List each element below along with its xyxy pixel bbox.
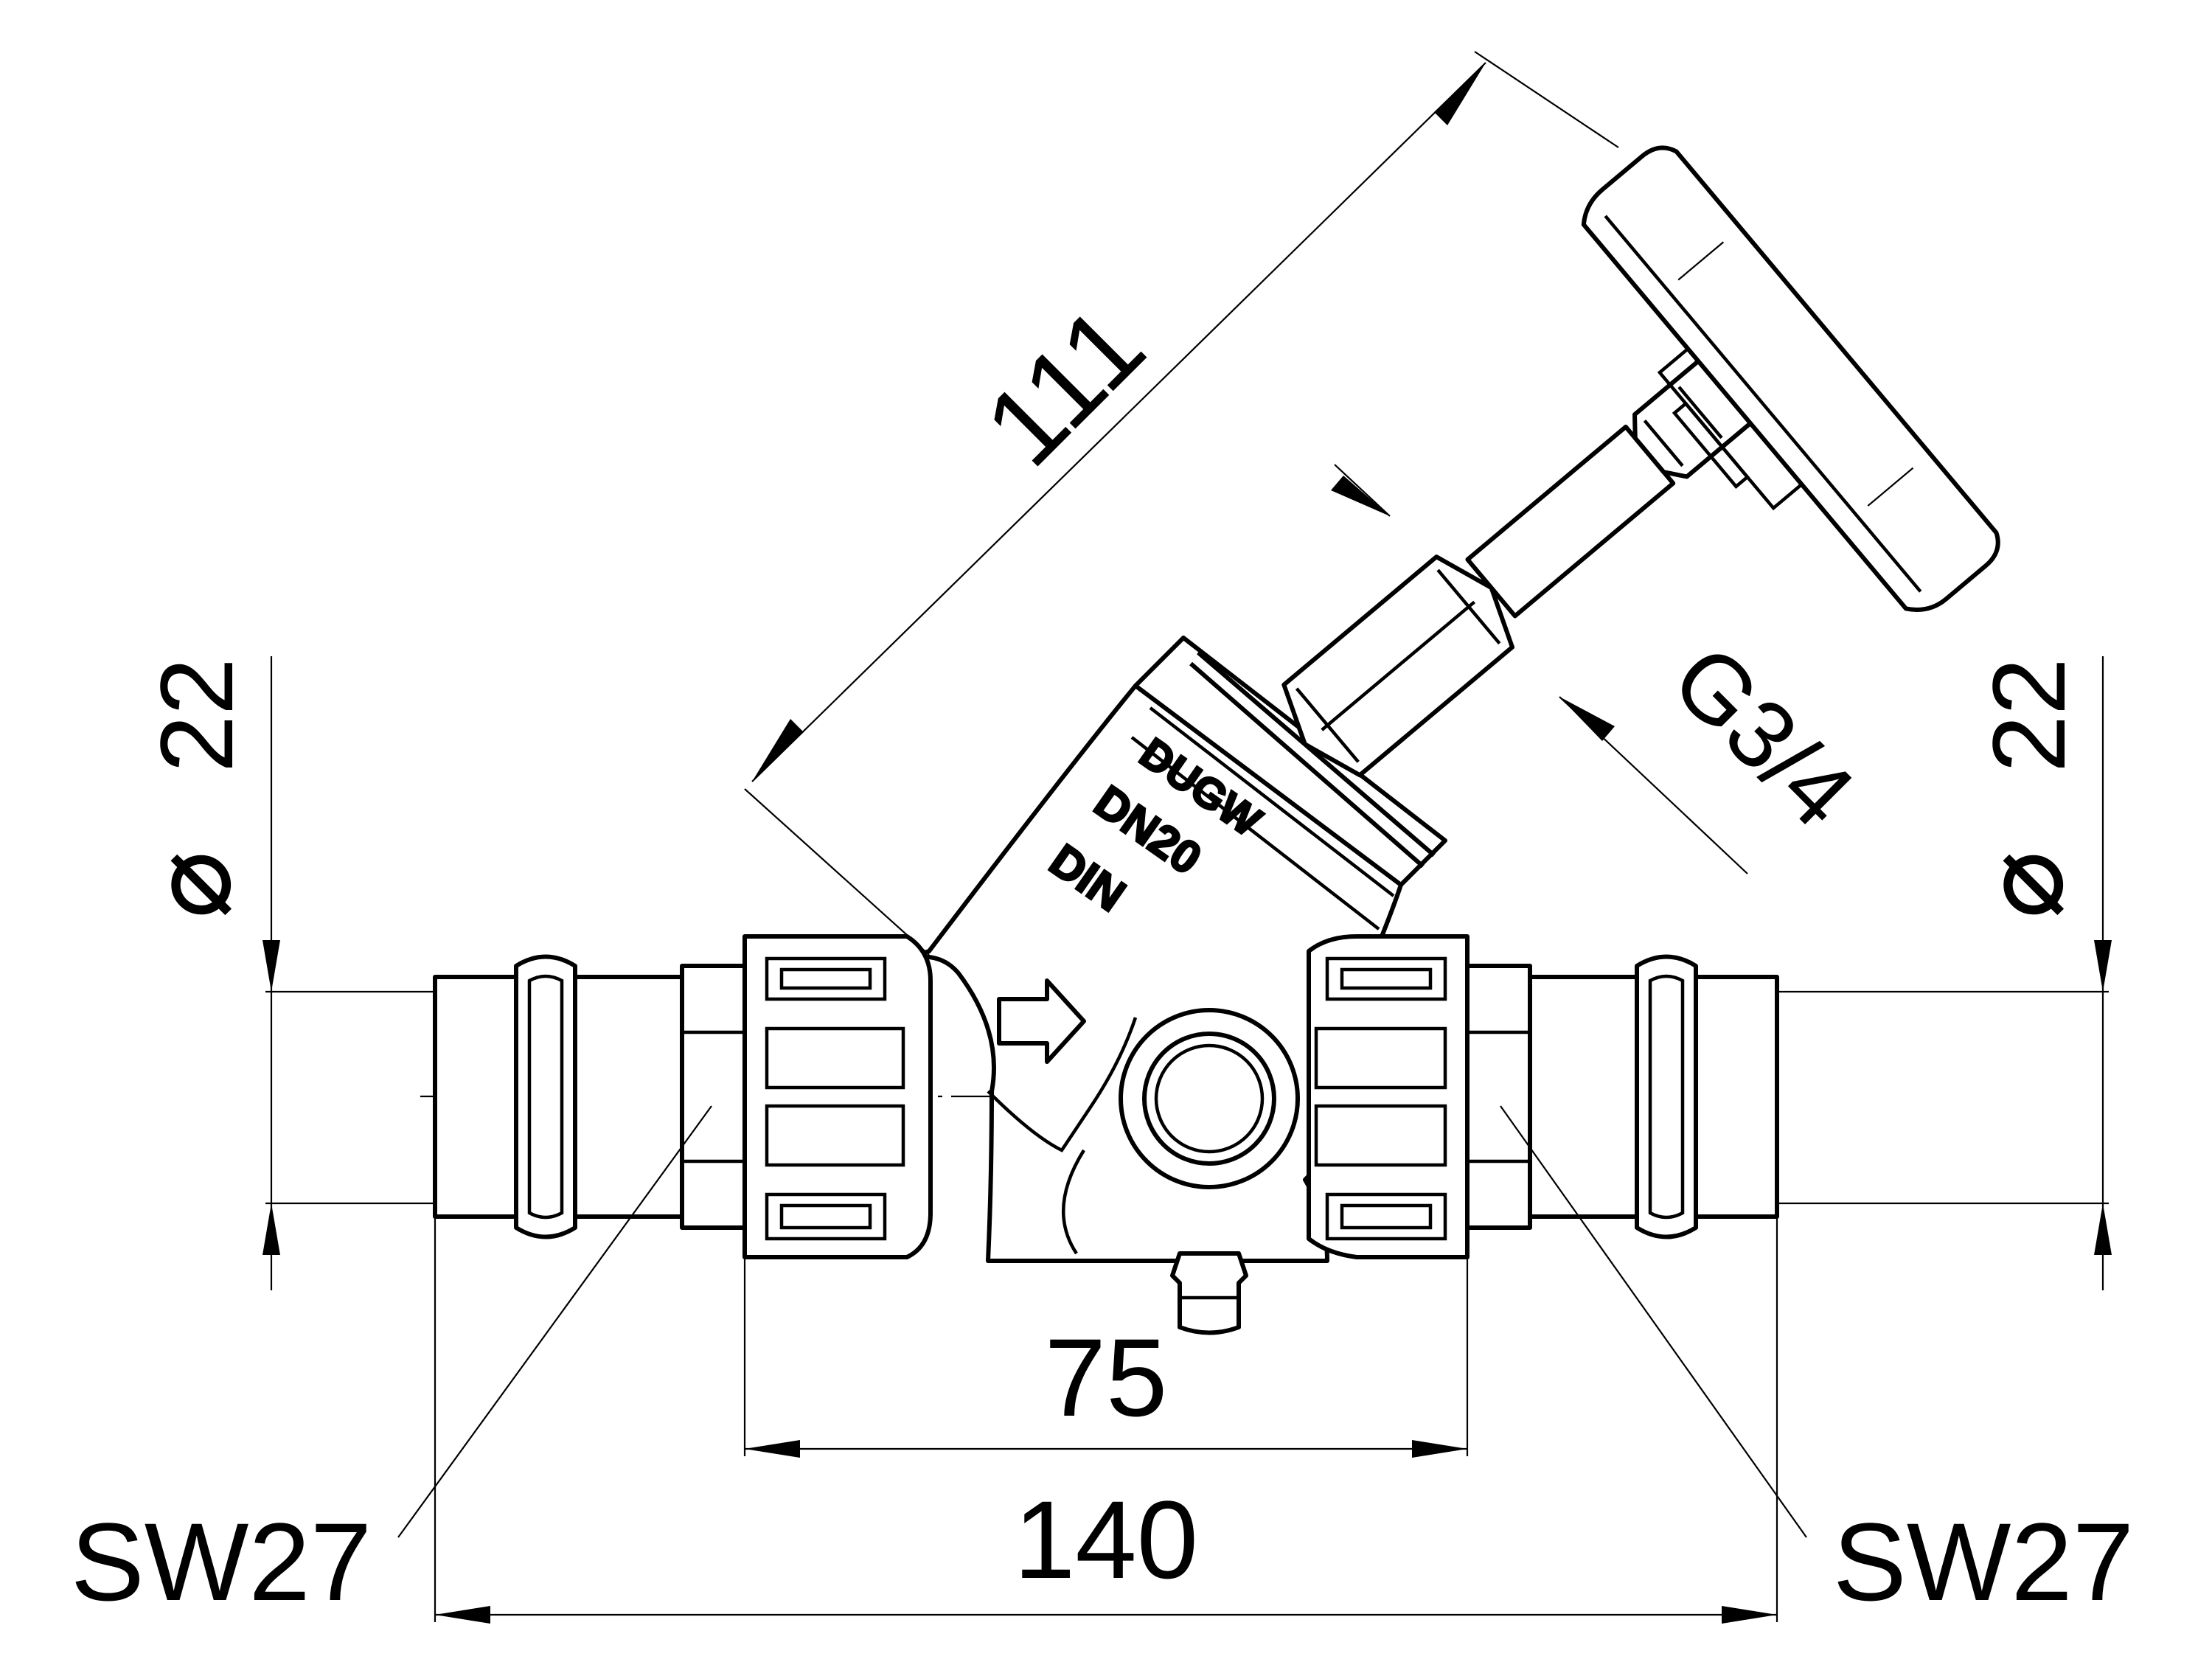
wrench-left-label: SW27 xyxy=(71,1500,372,1624)
dn-left-symbol: ⌀ xyxy=(128,852,252,918)
dn-left-label: 22 xyxy=(139,658,254,773)
dn-right-symbol: ⌀ xyxy=(1961,852,2084,918)
wrench-right-label: SW27 xyxy=(1833,1500,2134,1624)
dimension-140: 140 xyxy=(434,1217,1778,1624)
dimension-dn-right: 22 ⌀ xyxy=(1777,656,2112,1290)
handwheel xyxy=(1581,145,2000,612)
left-union-nut xyxy=(742,934,933,1259)
right-press-fitting xyxy=(1465,954,1779,1239)
right-union-nut xyxy=(1307,934,1470,1259)
dimension-75-label: 75 xyxy=(1045,1315,1168,1439)
flow-arrow-icon xyxy=(997,978,1086,1064)
dimension-dn-left: 22 ⌀ xyxy=(128,656,435,1290)
dimension-75: 75 xyxy=(743,1257,1469,1458)
wrench-size-right: SW27 xyxy=(1500,1105,2134,1624)
measuring-port xyxy=(1119,1008,1300,1335)
dimension-140-label: 140 xyxy=(1014,1478,1198,1601)
thread-label: G3/4 xyxy=(1652,625,1876,848)
dn-right-label: 22 xyxy=(1971,658,2087,773)
wrench-size-left: SW27 xyxy=(71,1105,712,1624)
dimension-111-label: 111 xyxy=(961,282,1167,489)
left-press-fitting xyxy=(433,954,747,1239)
